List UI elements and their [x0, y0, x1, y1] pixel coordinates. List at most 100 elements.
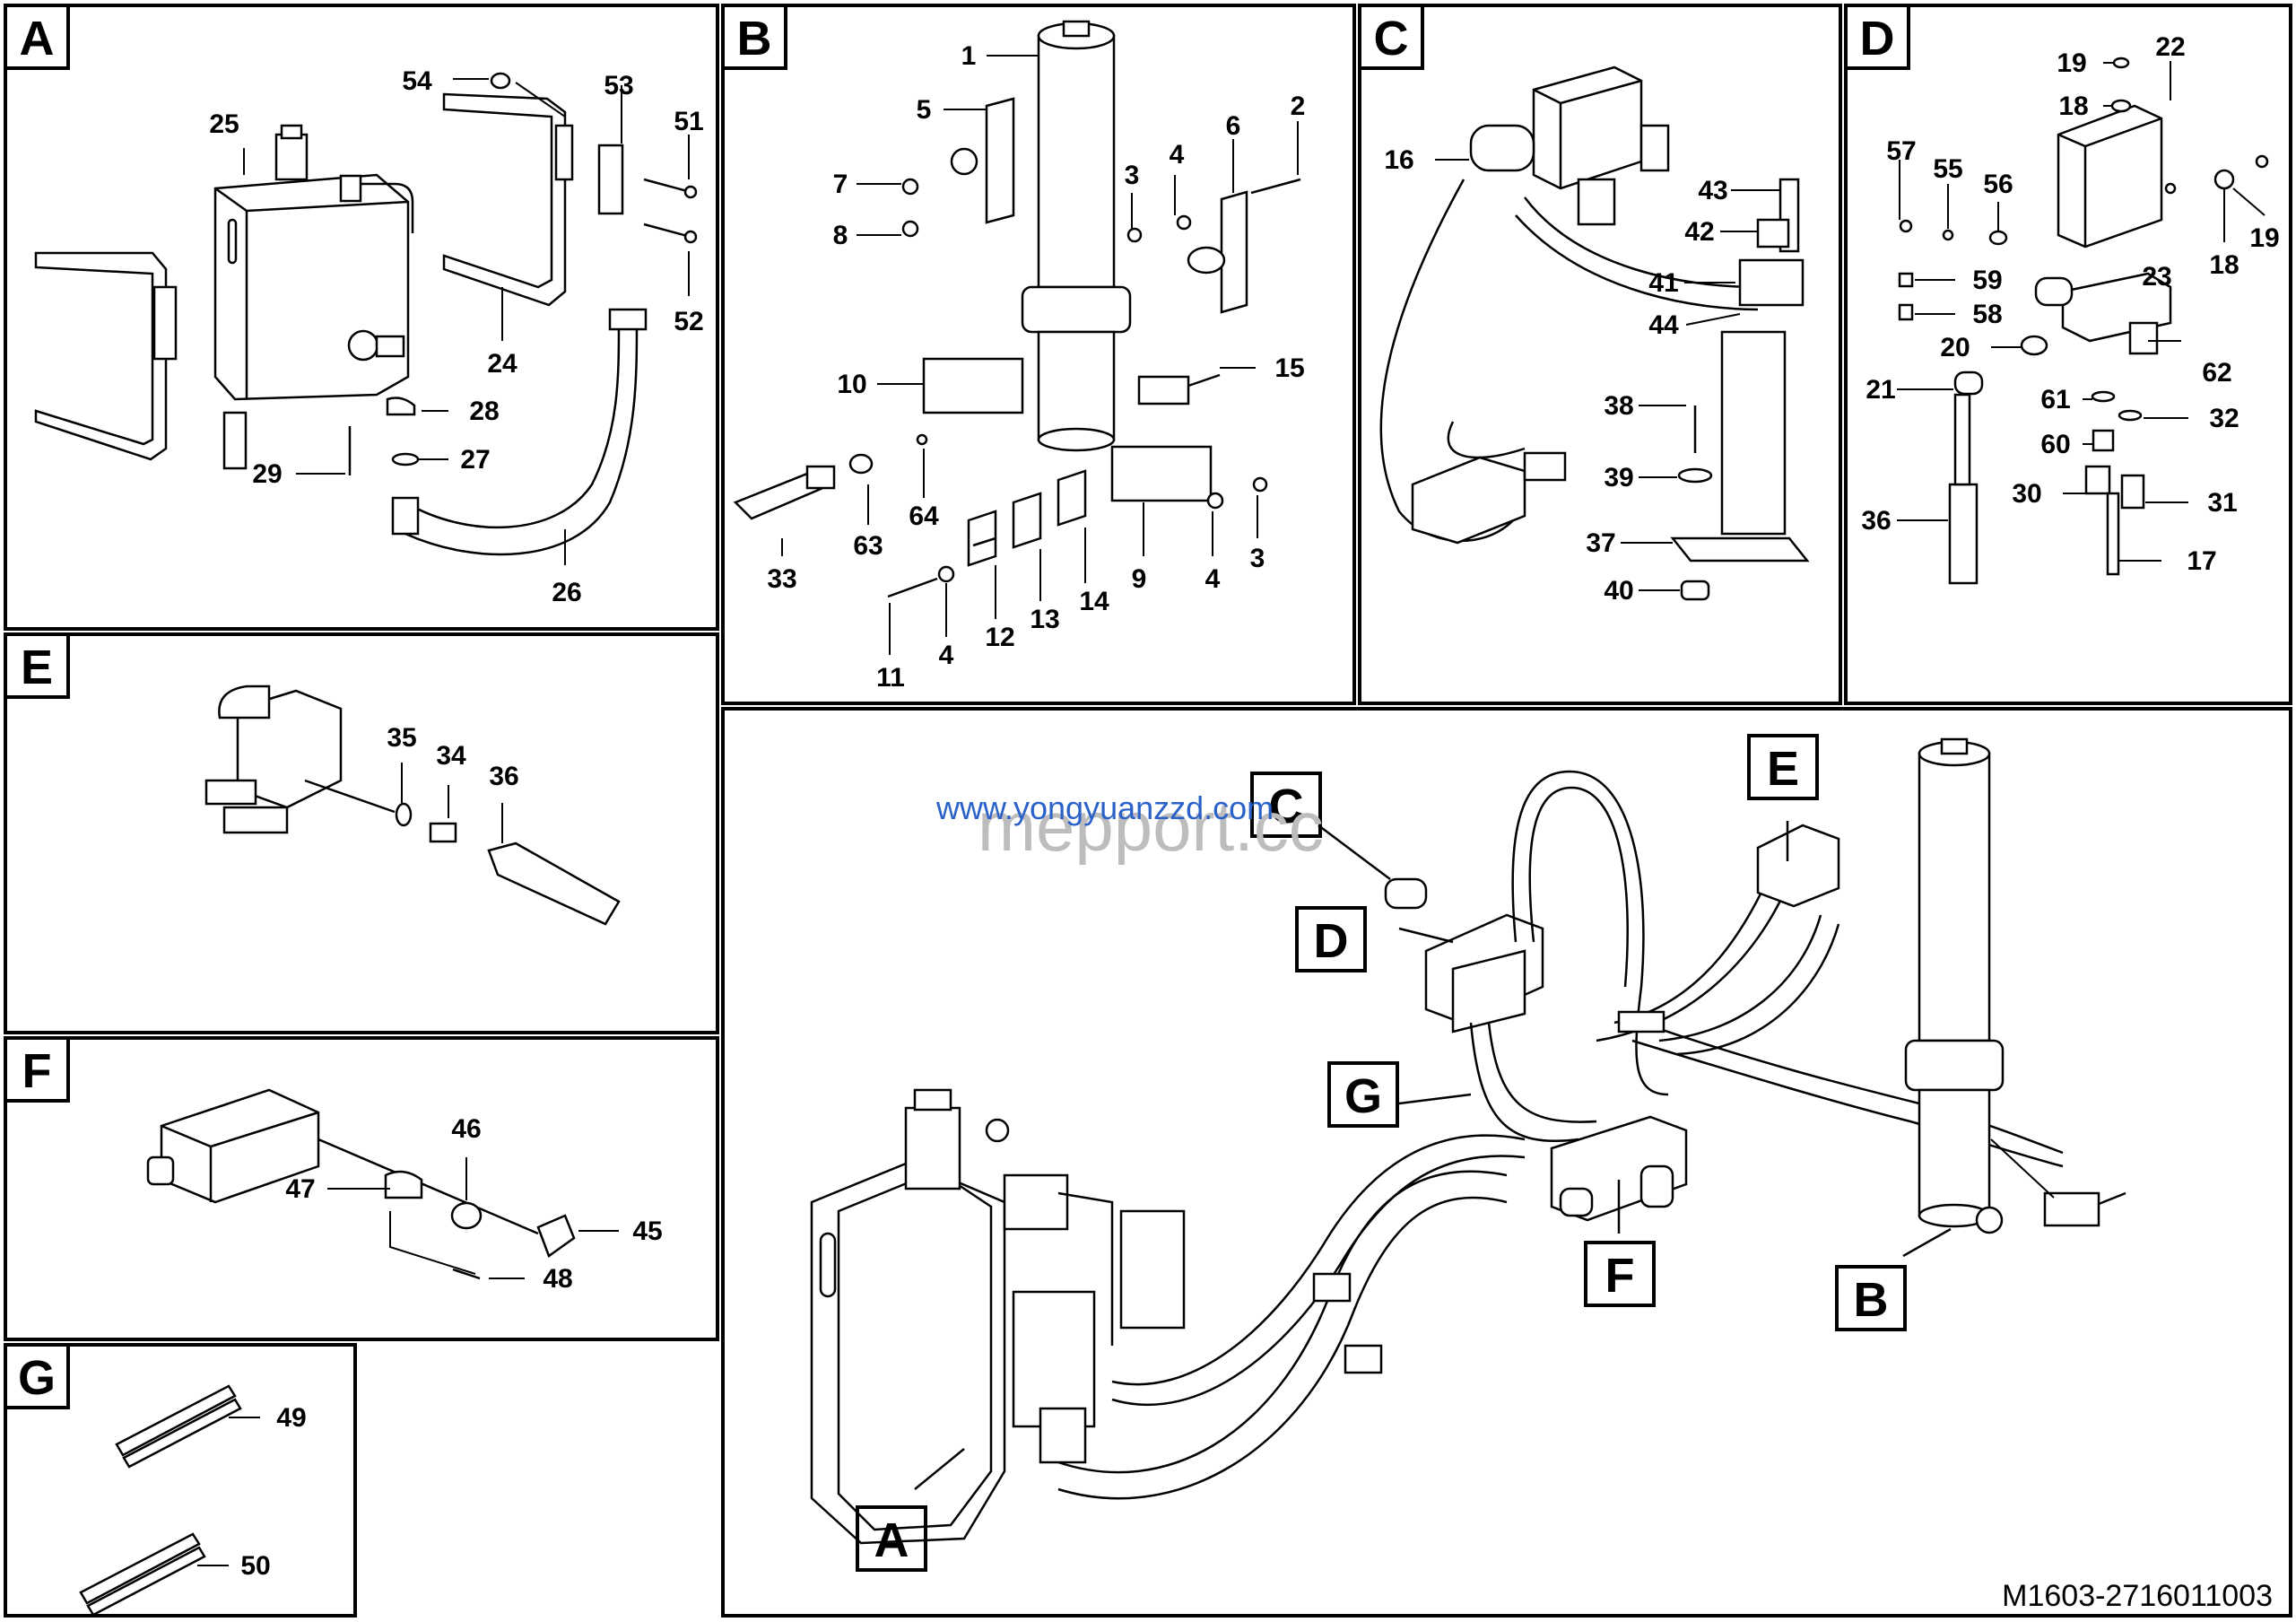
svg-text:18: 18	[2058, 92, 2088, 121]
overview-label-e: E	[1747, 734, 1819, 800]
svg-text:43: 43	[1698, 176, 1727, 205]
svg-text:54: 54	[402, 66, 432, 96]
section-label-g: G	[4, 1343, 70, 1409]
panel-c-drawing	[1379, 65, 1810, 601]
svg-text:G: G	[18, 1351, 56, 1405]
svg-text:30: 30	[2012, 479, 2041, 509]
svg-text:F: F	[1605, 1249, 1635, 1303]
svg-text:D: D	[1314, 914, 1349, 968]
svg-text:19: 19	[2057, 48, 2086, 78]
svg-text:39: 39	[1604, 463, 1633, 493]
svg-text:41: 41	[1648, 268, 1678, 298]
overview-drawing	[810, 737, 2126, 1545]
svg-text:58: 58	[1972, 300, 2002, 329]
svg-text:61: 61	[2040, 385, 2070, 414]
svg-text:27: 27	[460, 445, 490, 475]
panel-d-callouts: 19 22 18 57 55 56 19 18 59 23 58 20 62 2…	[1861, 32, 2279, 576]
svg-text:7: 7	[833, 170, 848, 199]
overview-label-d: D	[1295, 906, 1367, 972]
svg-text:62: 62	[2202, 358, 2231, 388]
overview-label-a: A	[856, 1505, 927, 1572]
svg-text:3: 3	[1125, 161, 1140, 190]
section-label-f: F	[4, 1036, 70, 1103]
svg-text:20: 20	[1940, 333, 1970, 362]
panel-a-callouts: 25 54 53 51 52 24 28 27 29 26	[209, 66, 703, 607]
svg-text:23: 23	[2142, 262, 2171, 292]
svg-text:45: 45	[632, 1216, 662, 1246]
svg-text:51: 51	[674, 107, 703, 136]
section-label-e: E	[4, 632, 70, 699]
svg-text:60: 60	[2040, 430, 2070, 459]
panel-g-drawing	[79, 1384, 260, 1617]
panel-d-drawing	[1897, 57, 2269, 585]
svg-text:46: 46	[451, 1114, 481, 1144]
svg-text:B: B	[737, 12, 772, 65]
svg-text:34: 34	[436, 741, 466, 771]
svg-text:3: 3	[1250, 544, 1265, 573]
svg-text:50: 50	[240, 1551, 270, 1581]
panel-g-callouts: 49 50	[240, 1403, 306, 1581]
svg-text:D: D	[1860, 12, 1895, 65]
svg-text:40: 40	[1604, 576, 1633, 606]
svg-text:44: 44	[1648, 310, 1679, 340]
svg-text:57: 57	[1886, 136, 1916, 166]
svg-text:15: 15	[1274, 353, 1304, 383]
svg-text:36: 36	[1861, 506, 1891, 536]
svg-text:64: 64	[909, 501, 939, 531]
svg-text:31: 31	[2207, 488, 2237, 518]
svg-text:17: 17	[2187, 546, 2216, 576]
svg-text:25: 25	[209, 109, 239, 139]
svg-text:mepport.cc: mepport.cc	[978, 787, 1324, 866]
panel-frames	[4, 4, 2292, 1618]
svg-text:A: A	[874, 1513, 909, 1567]
svg-text:4: 4	[1170, 140, 1185, 170]
svg-text:28: 28	[469, 397, 499, 426]
svg-text:11: 11	[876, 663, 905, 693]
svg-text:16: 16	[1384, 145, 1413, 175]
svg-text:2: 2	[1291, 92, 1306, 121]
svg-text:42: 42	[1684, 217, 1714, 247]
svg-text:35: 35	[387, 723, 416, 753]
svg-text:5: 5	[917, 95, 932, 125]
svg-text:9: 9	[1132, 564, 1147, 594]
panel-f-callouts: 46 47 45 48	[285, 1114, 662, 1294]
overview-label-c: C	[1250, 772, 1322, 838]
svg-text:F: F	[22, 1044, 52, 1098]
section-label-b: B	[721, 4, 787, 70]
watermark: mepport.cc www.yongyuanzzd.com	[935, 787, 1324, 866]
svg-text:6: 6	[1226, 111, 1241, 141]
svg-text:A: A	[20, 12, 55, 65]
svg-text:36: 36	[489, 762, 518, 791]
svg-text:www.yongyuanzzd.com: www.yongyuanzzd.com	[935, 789, 1274, 826]
svg-text:32: 32	[2209, 404, 2239, 433]
svg-text:29: 29	[252, 459, 282, 489]
svg-text:26: 26	[552, 578, 581, 607]
svg-text:B: B	[1854, 1273, 1889, 1327]
svg-text:1: 1	[961, 41, 977, 71]
panel-b-callouts: 1 5 6 2 7 4 3 8 10 15 33 63 64 12 13 14 …	[767, 41, 1305, 693]
section-label-c: C	[1358, 4, 1424, 70]
svg-text:59: 59	[1972, 266, 2002, 295]
panel-e-drawing	[204, 685, 621, 926]
svg-text:G: G	[1344, 1069, 1382, 1123]
overview-label-b: B	[1835, 1265, 1907, 1331]
svg-text:13: 13	[1030, 605, 1059, 634]
svg-text:24: 24	[487, 349, 517, 379]
svg-text:56: 56	[1983, 170, 2013, 199]
svg-text:4: 4	[939, 641, 954, 670]
svg-text:47: 47	[285, 1174, 315, 1204]
svg-text:38: 38	[1604, 391, 1633, 421]
svg-text:E: E	[21, 641, 53, 694]
svg-text:E: E	[1767, 742, 1799, 796]
overview-label-f: F	[1584, 1241, 1656, 1307]
panel-a-drawing	[34, 72, 698, 565]
panel-b-drawing	[733, 20, 1301, 655]
svg-text:21: 21	[1866, 375, 1895, 405]
svg-text:53: 53	[604, 71, 633, 100]
svg-text:C: C	[1269, 780, 1304, 833]
section-labels: A B C D E F G	[4, 4, 1910, 1409]
svg-text:33: 33	[767, 564, 796, 594]
svg-text:18: 18	[2209, 250, 2239, 280]
svg-text:55: 55	[1933, 154, 1962, 184]
svg-text:10: 10	[837, 370, 866, 399]
